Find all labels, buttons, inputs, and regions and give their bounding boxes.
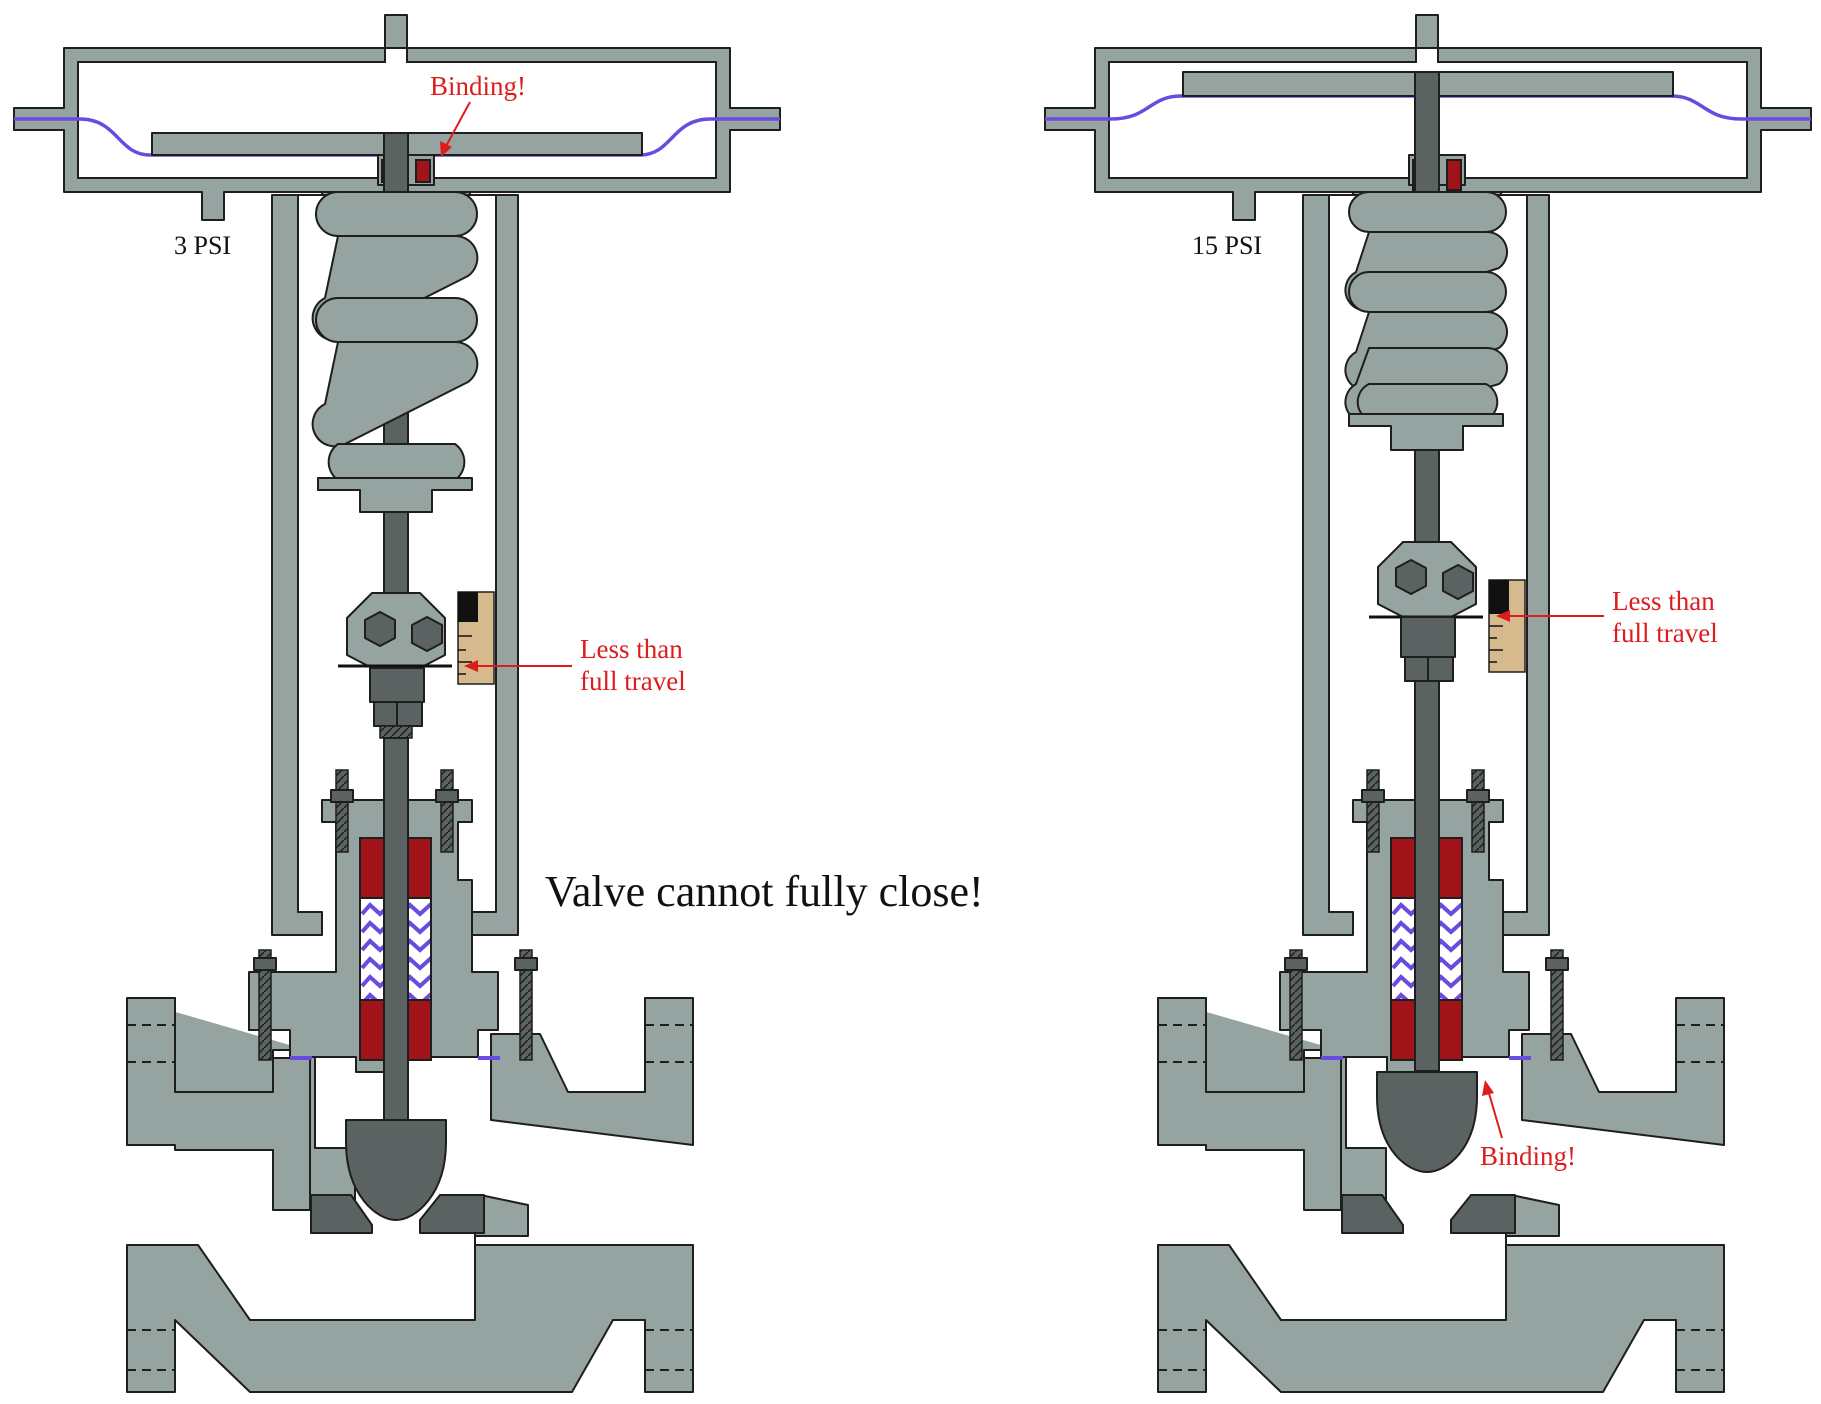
left-travel-label-line1: Less than bbox=[580, 634, 683, 664]
left-travel-label-line2: full travel bbox=[580, 666, 686, 696]
right-valve-plug bbox=[1376, 1071, 1478, 1173]
left-valve-stem bbox=[383, 737, 409, 1121]
left-valve-plug bbox=[345, 1119, 447, 1221]
right-travel-indicator bbox=[1488, 579, 1526, 673]
right-pressure-label: 15 PSI bbox=[1192, 231, 1262, 260]
right-spring bbox=[1344, 191, 1509, 424]
right-valve-stem bbox=[1414, 680, 1440, 1072]
right-valve bbox=[1044, 14, 1812, 1394]
left-binding-label-top: Binding! bbox=[430, 71, 526, 101]
left-spring bbox=[311, 191, 479, 481]
right-binding-label-bottom: Binding! bbox=[1480, 1141, 1576, 1171]
right-travel-label-line2: full travel bbox=[1612, 618, 1718, 648]
left-travel-indicator bbox=[457, 591, 495, 685]
center-caption: Valve cannot fully close! bbox=[545, 867, 984, 916]
left-valve bbox=[13, 14, 781, 1394]
left-pressure-label: 3 PSI bbox=[174, 231, 231, 260]
right-travel-label-line1: Less than bbox=[1612, 586, 1715, 616]
